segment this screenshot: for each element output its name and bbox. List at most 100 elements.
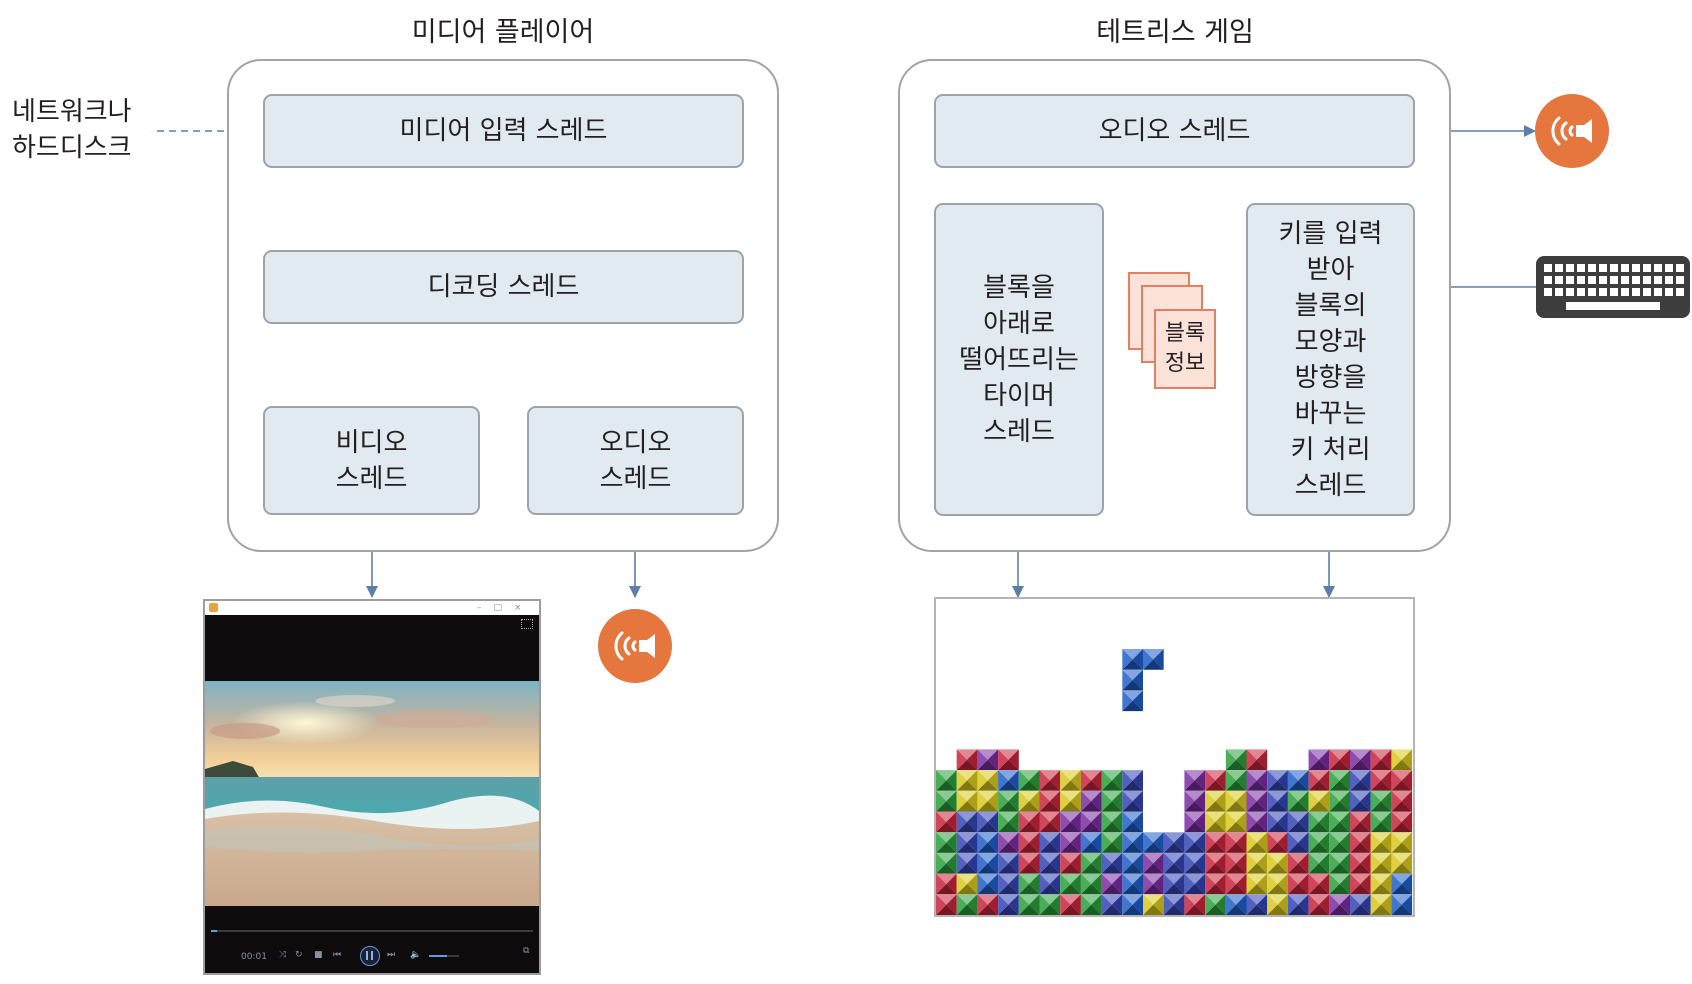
tetris-cell bbox=[1308, 832, 1330, 853]
media-player-title: 미디어 플레이어 bbox=[411, 17, 595, 48]
keyboard-key bbox=[1654, 288, 1662, 296]
tetris-cell bbox=[1287, 770, 1309, 791]
tetris-cell bbox=[1205, 811, 1226, 833]
tetris-game-title: 테트리스 게임 bbox=[1096, 17, 1254, 48]
keyboard-key bbox=[1643, 288, 1651, 296]
tetris-cell bbox=[1370, 790, 1392, 812]
tetris-cell bbox=[1039, 894, 1061, 915]
tetris-cell bbox=[1246, 811, 1268, 833]
stop-icon[interactable]: ■ bbox=[314, 950, 323, 960]
tetris-cell bbox=[1018, 811, 1040, 833]
block-info-label: 블록 정보 bbox=[1164, 321, 1206, 376]
tetris-cell bbox=[977, 811, 999, 833]
keyboard-key bbox=[1643, 264, 1651, 272]
tetris-board-canvas bbox=[936, 649, 1413, 915]
tetris-cell bbox=[1370, 770, 1392, 791]
video-frame-beach bbox=[205, 681, 539, 906]
tetris-cell bbox=[1205, 770, 1226, 791]
tetris-cell bbox=[1267, 811, 1288, 833]
tetris-cell bbox=[1350, 873, 1371, 895]
game-audio-thread: 오디오 스레드 bbox=[934, 94, 1415, 168]
progress-track[interactable] bbox=[211, 930, 533, 932]
volume-slider[interactable] bbox=[429, 955, 459, 957]
tetris-cell bbox=[1329, 811, 1350, 833]
pause-button[interactable] bbox=[360, 946, 380, 966]
tetris-cell bbox=[1329, 770, 1350, 791]
keyboard-key bbox=[1621, 276, 1629, 284]
tetris-cell bbox=[956, 852, 978, 874]
tetris-cell bbox=[977, 894, 999, 915]
tetris-cell bbox=[1163, 873, 1185, 895]
tetris-cell bbox=[1163, 852, 1185, 874]
tetris-cell bbox=[1391, 852, 1413, 874]
tetris-cell bbox=[998, 832, 1019, 853]
keyboard-key bbox=[1621, 288, 1629, 296]
volume-icon[interactable]: 🔈 bbox=[410, 950, 422, 960]
tetris-cell bbox=[1143, 852, 1164, 874]
tetris-cell bbox=[936, 811, 957, 833]
tetris-cell bbox=[1391, 894, 1413, 915]
media-player-titlebar: –□× bbox=[205, 601, 539, 615]
keyboard-key bbox=[1599, 264, 1607, 272]
block-info-card: 블록 정보 bbox=[1154, 309, 1216, 389]
tetris-cell bbox=[1018, 873, 1040, 895]
tetris-cell bbox=[1184, 790, 1206, 812]
minimize-icon[interactable]: – bbox=[477, 603, 494, 613]
tetris-cell bbox=[1287, 832, 1309, 853]
fullscreen-icon[interactable] bbox=[521, 619, 533, 629]
tetris-cell bbox=[1329, 790, 1350, 812]
tetris-cell bbox=[1329, 749, 1350, 771]
tetris-cell bbox=[1391, 811, 1413, 833]
miniplayer-icon[interactable]: ⧉ bbox=[523, 946, 530, 956]
tetris-cell bbox=[998, 811, 1019, 833]
tetris-cell bbox=[1101, 852, 1123, 874]
close-icon[interactable]: × bbox=[514, 603, 534, 613]
keyboard-key bbox=[1588, 288, 1596, 296]
tetris-cell bbox=[1308, 811, 1330, 833]
next-icon[interactable]: ⏭ bbox=[387, 950, 396, 960]
video-thread: 비디오 스레드 bbox=[263, 406, 480, 515]
video-thread-label: 비디오 스레드 bbox=[335, 427, 408, 494]
tetris-cell bbox=[1018, 894, 1040, 915]
tetris-cell bbox=[1101, 894, 1123, 915]
game-audio-thread-label: 오디오 스레드 bbox=[1098, 116, 1251, 146]
tetris-cell bbox=[1246, 749, 1268, 771]
pause-icon bbox=[366, 951, 368, 960]
tetris-cell bbox=[1039, 770, 1061, 791]
keyboard-key bbox=[1555, 264, 1563, 272]
tetris-cell bbox=[1205, 894, 1226, 915]
tetris-cell bbox=[956, 873, 978, 895]
tetris-cell bbox=[1143, 649, 1164, 670]
tetris-cell bbox=[936, 790, 957, 812]
tetris-cell bbox=[1246, 894, 1268, 915]
keyboard-key bbox=[1632, 276, 1640, 284]
tetris-cell bbox=[1080, 770, 1102, 791]
keyboard-icon bbox=[1536, 256, 1690, 318]
tetris-cell bbox=[1039, 790, 1061, 812]
tetris-cell bbox=[1329, 832, 1350, 853]
keyboard-key bbox=[1555, 288, 1563, 296]
tetris-cell bbox=[1122, 690, 1143, 712]
maximize-icon[interactable]: □ bbox=[493, 603, 515, 613]
tetris-cell bbox=[1184, 873, 1206, 895]
tetris-cell bbox=[1122, 649, 1143, 670]
keyboard-key bbox=[1654, 264, 1662, 272]
keyboard-key bbox=[1632, 264, 1640, 272]
repeat-icon[interactable]: ↻ bbox=[295, 950, 303, 960]
tetris-cell bbox=[1287, 790, 1309, 812]
tetris-cell bbox=[998, 790, 1019, 812]
shuffle-icon[interactable]: ⤨ bbox=[279, 950, 287, 960]
keyboard-key bbox=[1610, 264, 1618, 272]
tetris-cell bbox=[936, 894, 957, 915]
tetris-cell bbox=[1060, 790, 1081, 812]
tetris-cell bbox=[1184, 832, 1206, 853]
tetris-cell bbox=[1122, 790, 1143, 812]
previous-icon[interactable]: ⏮ bbox=[333, 950, 342, 960]
tetris-cell bbox=[1101, 873, 1123, 895]
tetris-cell bbox=[1163, 832, 1185, 853]
keyboard-key bbox=[1544, 288, 1552, 296]
tetris-cell bbox=[1080, 852, 1102, 874]
tetris-cell bbox=[956, 832, 978, 853]
tetris-cell bbox=[1225, 749, 1247, 771]
tetris-cell bbox=[1308, 749, 1330, 771]
